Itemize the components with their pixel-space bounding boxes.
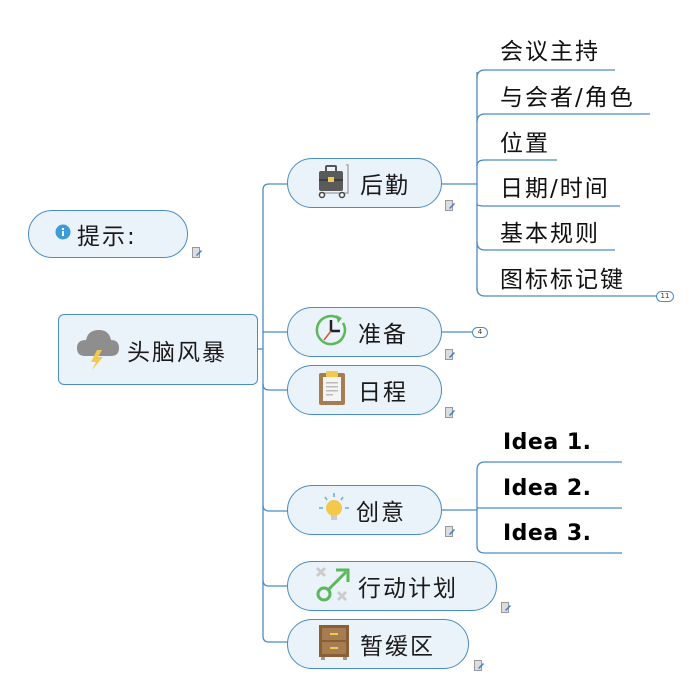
subtopic-idea-1[interactable]: Idea 1. (503, 430, 592, 455)
subtopic-idea-2[interactable]: Idea 2. (503, 476, 592, 501)
branch-label: 暂缓区 (360, 634, 435, 660)
briefcase-cart-icon (316, 163, 350, 203)
branch-label: 后勤 (360, 173, 410, 199)
note-icon[interactable] (501, 598, 511, 613)
note-icon[interactable] (474, 656, 484, 671)
connector-parking (262, 635, 288, 643)
action-arrow-icon (314, 565, 352, 607)
note-icon[interactable] (445, 403, 455, 418)
branch-parking-lot[interactable]: 暂缓区 (287, 619, 469, 669)
cabinet-icon (318, 624, 350, 664)
connector-ideas (262, 504, 288, 512)
subtopic-attendees-roles[interactable]: 与会者/角色 (500, 85, 635, 111)
branch-label: 行动计划 (358, 576, 458, 602)
branch-agenda[interactable]: 日程 (287, 365, 442, 415)
collapsed-count-badge[interactable]: 4 (472, 327, 488, 338)
subtopic-host[interactable]: 会议主持 (500, 39, 600, 65)
subtopic-location[interactable]: 位置 (500, 131, 550, 157)
branch-label: 日程 (358, 380, 408, 406)
note-icon[interactable] (445, 345, 455, 360)
note-icon[interactable] (445, 196, 455, 211)
branch-action-plan[interactable]: 行动计划 (287, 561, 497, 611)
note-icon[interactable] (445, 522, 455, 537)
connector-agenda (262, 383, 288, 391)
branch-logistics[interactable]: 后勤 (287, 158, 442, 208)
clock-icon (314, 313, 348, 351)
collapsed-count-badge[interactable]: 11 (656, 291, 674, 302)
branch-label: 创意 (356, 500, 406, 526)
branch-preparation[interactable]: 准备 (287, 307, 442, 357)
branch-ideas[interactable]: 创意 (287, 485, 442, 535)
floating-topic-label: 提示: (77, 224, 137, 250)
lightbulb-icon (318, 491, 350, 529)
subtopic-ground-rules[interactable]: 基本规则 (500, 221, 600, 247)
storm-cloud-icon (75, 326, 121, 374)
clipboard-icon (318, 370, 346, 410)
connector-logistics (262, 183, 288, 191)
connector-action (262, 579, 288, 587)
floating-topic-tips[interactable]: 提示: (28, 210, 188, 258)
central-topic-label: 头脑风暴 (127, 339, 227, 366)
subtopic-idea-3[interactable]: Idea 3. (503, 521, 592, 546)
subtopic-date-time[interactable]: 日期/时间 (500, 176, 610, 202)
central-topic[interactable]: 头脑风暴 (58, 314, 258, 385)
subtopic-icon-legend[interactable]: 图标标记键 (500, 267, 625, 293)
info-icon (55, 224, 71, 244)
note-icon[interactable] (192, 243, 202, 258)
branch-label: 准备 (358, 322, 408, 348)
